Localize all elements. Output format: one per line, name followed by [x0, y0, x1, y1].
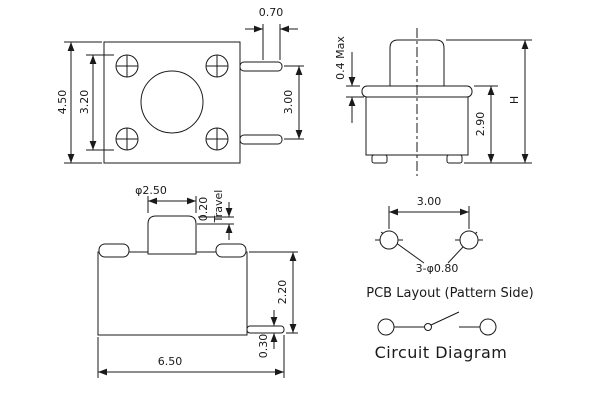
front-view: φ2.50 0.20 Travel 2.20 0.30 6.50 — [97, 184, 298, 378]
front-body-outline — [97, 251, 248, 336]
corner-stakes — [115, 54, 229, 151]
dim-stem-dia: φ2.50 — [135, 184, 197, 213]
dim-label-pitch: 3.00 — [417, 195, 442, 208]
dim-label-lead-thickness: 0.30 — [257, 334, 270, 359]
terminal-left — [377, 318, 395, 336]
dim-label-flange: 0.4 Max — [334, 36, 347, 80]
dim-total-height-h: H — [446, 39, 532, 163]
left-foot — [371, 154, 388, 164]
top-view: 4.50 3.20 0.70 3.00 — [56, 6, 304, 164]
dim-inner-3-20: 3.20 — [78, 54, 114, 151]
dim-label-body-height: 2.90 — [474, 112, 487, 137]
side-view: 0.4 Max 2.90 H — [334, 28, 532, 176]
hole-spec-label: 3-φ0.80 — [416, 262, 459, 275]
dim-width-6-50: 6.50 — [97, 335, 285, 378]
pcb-layout: 3.00 3-φ0.80 PCB Layout (Pattern Side) — [366, 195, 533, 301]
front-lead — [246, 325, 285, 334]
dim-body-height-2-90: 2.90 — [464, 85, 532, 164]
dim-label-body: 4.50 — [56, 90, 69, 115]
dim-label-lead-tip: 0.70 — [259, 6, 284, 19]
dim-lead-tip-0-70: 0.70 — [245, 6, 298, 60]
right-tab — [215, 243, 247, 258]
dim-label-travel-value: 0.20 — [197, 197, 210, 222]
plunger-circle — [140, 70, 204, 134]
dim-travel: 0.20 Travel — [197, 190, 234, 240]
terminal-right — [479, 318, 497, 336]
dim-label-width: 6.50 — [158, 355, 183, 368]
dim-label-inner: 3.20 — [78, 90, 91, 115]
dim-lead-pitch-3-00: 3.00 — [282, 65, 304, 140]
dim-label-total-height: H — [508, 96, 521, 104]
dim-label-travel-word: Travel — [212, 190, 225, 224]
dim-label-stem-dia: φ2.50 — [135, 184, 167, 197]
dim-lead-thickness-0-30: 0.30 — [257, 310, 278, 359]
circuit-diagram: Circuit Diagram — [375, 311, 508, 362]
dim-label-lead-pitch: 3.00 — [282, 90, 295, 115]
switch-lever — [430, 311, 460, 326]
dim-flange-0-4-max: 0.4 Max — [334, 36, 364, 123]
dim-body-4-50: 4.50 — [56, 41, 102, 164]
circuit-caption: Circuit Diagram — [375, 343, 508, 362]
dim-pitch-3-00: 3.00 — [388, 195, 470, 229]
left-tab — [98, 243, 130, 258]
pcb-caption: PCB Layout (Pattern Side) — [366, 286, 533, 301]
contact-point — [424, 323, 432, 331]
pcb-holes — [375, 230, 483, 264]
front-stem-outline — [147, 215, 197, 255]
side-leads — [239, 61, 283, 145]
dim-height-2-20: 2.20 — [249, 251, 298, 334]
dim-label-height: 2.20 — [276, 280, 289, 305]
right-foot — [446, 154, 463, 164]
